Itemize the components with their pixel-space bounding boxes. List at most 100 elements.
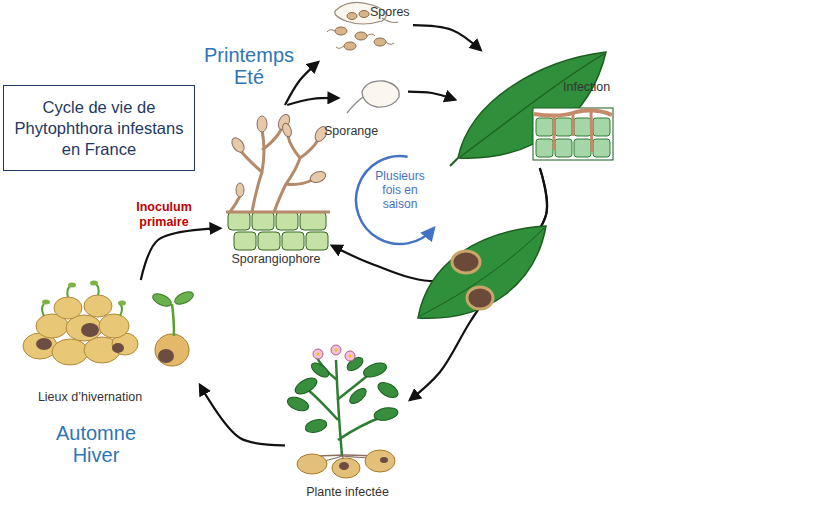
plant-drawing bbox=[304, 417, 328, 434]
sporange-drawing bbox=[347, 81, 399, 113]
sporangiophore-drawing bbox=[226, 113, 330, 250]
sporangiophore-drawing bbox=[252, 212, 274, 230]
stage-node: Sporangiophore bbox=[220, 105, 332, 265]
plant-drawing bbox=[362, 360, 389, 379]
stage-label: Plante infectée bbox=[285, 485, 410, 500]
season-label: Automne Hiver bbox=[40, 422, 152, 466]
stage-node: Plante infectée bbox=[285, 340, 410, 502]
tubers-drawing bbox=[112, 343, 124, 353]
stage-node: Spores bbox=[318, 0, 413, 70]
tubers-drawing bbox=[151, 291, 173, 309]
stage-label: Lieux d’hivernation bbox=[15, 390, 165, 405]
stage-node: Infection bbox=[455, 50, 615, 168]
sporange-drawing bbox=[347, 97, 363, 113]
spores-drawing bbox=[335, 27, 347, 35]
cycle-arrow bbox=[408, 92, 455, 100]
plant-drawing bbox=[313, 349, 323, 359]
plant-drawing bbox=[286, 395, 311, 414]
spores-drawing bbox=[359, 11, 369, 18]
tubers-drawing bbox=[99, 314, 129, 338]
sporangiophore-drawing bbox=[234, 232, 256, 250]
sporangiophore-drawing bbox=[230, 128, 318, 212]
tubers-drawing bbox=[158, 349, 174, 363]
tubers-drawing bbox=[54, 297, 82, 319]
leaf-drawing bbox=[555, 118, 572, 136]
stage-node: Sporange bbox=[338, 80, 408, 138]
spores-drawing bbox=[347, 13, 357, 20]
plant-drawing bbox=[365, 450, 395, 472]
plant-drawing bbox=[332, 458, 360, 478]
tubers-drawing bbox=[90, 281, 98, 286]
sporangiophore-drawing bbox=[258, 232, 280, 250]
leaf-drawing bbox=[593, 139, 610, 157]
cycle-arrow bbox=[287, 98, 338, 105]
tubers-drawing bbox=[23, 281, 195, 367]
leaf-drawing bbox=[554, 112, 592, 152]
cycle-arrow bbox=[413, 25, 481, 50]
tubers-drawing bbox=[68, 283, 76, 288]
spores-drawing bbox=[355, 32, 367, 40]
plant-drawing bbox=[331, 345, 341, 355]
tubers-drawing bbox=[42, 300, 50, 305]
leaf-drawing bbox=[536, 139, 553, 157]
sporangiophore-drawing bbox=[228, 212, 250, 230]
sporangiophore-drawing bbox=[282, 232, 304, 250]
sporangiophore-drawing bbox=[300, 212, 326, 230]
season-label: Printemps Eté bbox=[193, 44, 305, 88]
leaf-drawing bbox=[450, 52, 613, 166]
lesion-leaf-drawing bbox=[418, 226, 546, 318]
plant-drawing bbox=[309, 360, 331, 380]
tubers-drawing bbox=[52, 339, 88, 365]
leaf-drawing bbox=[460, 54, 604, 157]
diagram-title: Cycle de vie de Phytophthora infestans e… bbox=[13, 97, 185, 160]
sporangiophore-drawing bbox=[309, 170, 327, 185]
plant-drawing bbox=[297, 454, 327, 474]
plant-drawing bbox=[349, 355, 352, 358]
sporangiophore-drawing bbox=[281, 122, 293, 138]
tubers-drawing bbox=[155, 334, 189, 366]
spores-drawing bbox=[374, 38, 386, 46]
cycle-arrow bbox=[410, 168, 547, 400]
sporangiophore-drawing bbox=[236, 183, 244, 197]
sporange-drawing bbox=[362, 81, 399, 107]
stage-label: Sporange bbox=[324, 124, 394, 139]
sporangiophore-drawing bbox=[226, 211, 330, 214]
spores-drawing bbox=[344, 42, 356, 50]
leaf-drawing bbox=[574, 118, 591, 136]
leaf-drawing bbox=[536, 118, 553, 136]
leaf-drawing bbox=[574, 139, 591, 157]
leaf-drawing bbox=[458, 52, 606, 158]
leaf-drawing bbox=[593, 118, 610, 136]
cycle-arrow bbox=[141, 228, 220, 280]
stage-label: Spores bbox=[370, 5, 430, 20]
stage-label: Infection bbox=[563, 80, 623, 95]
spores-drawing bbox=[327, 30, 394, 49]
plant-drawing bbox=[286, 345, 401, 478]
tubers-drawing bbox=[81, 323, 99, 337]
tubers-drawing bbox=[36, 338, 52, 350]
leaf-drawing bbox=[533, 108, 613, 160]
edge-label: Inoculum primaire bbox=[124, 200, 204, 230]
plant-drawing bbox=[317, 353, 320, 356]
plant-drawing bbox=[380, 457, 388, 463]
leaf-drawing bbox=[450, 158, 458, 166]
plant-drawing bbox=[335, 349, 338, 352]
tubers-drawing bbox=[172, 304, 174, 336]
sporangiophore-drawing bbox=[306, 232, 328, 250]
title-box: Cycle de vie de Phytophthora infestans e… bbox=[3, 85, 195, 171]
cycle-arrow bbox=[200, 385, 285, 445]
sporangiophore-drawing bbox=[257, 116, 267, 132]
plant-drawing bbox=[293, 375, 320, 397]
plant-drawing bbox=[345, 351, 355, 361]
tubers-drawing bbox=[118, 301, 126, 306]
plant-drawing bbox=[347, 386, 369, 407]
tubers-drawing bbox=[173, 289, 195, 307]
plant-drawing bbox=[339, 462, 349, 470]
stage-node: Lieux d’hivernation bbox=[15, 280, 200, 405]
lesion-leaf-drawing bbox=[420, 228, 544, 316]
lesion-leaf-drawing bbox=[467, 287, 493, 309]
sporangiophore-drawing bbox=[229, 136, 246, 155]
leaf-drawing bbox=[555, 139, 572, 157]
